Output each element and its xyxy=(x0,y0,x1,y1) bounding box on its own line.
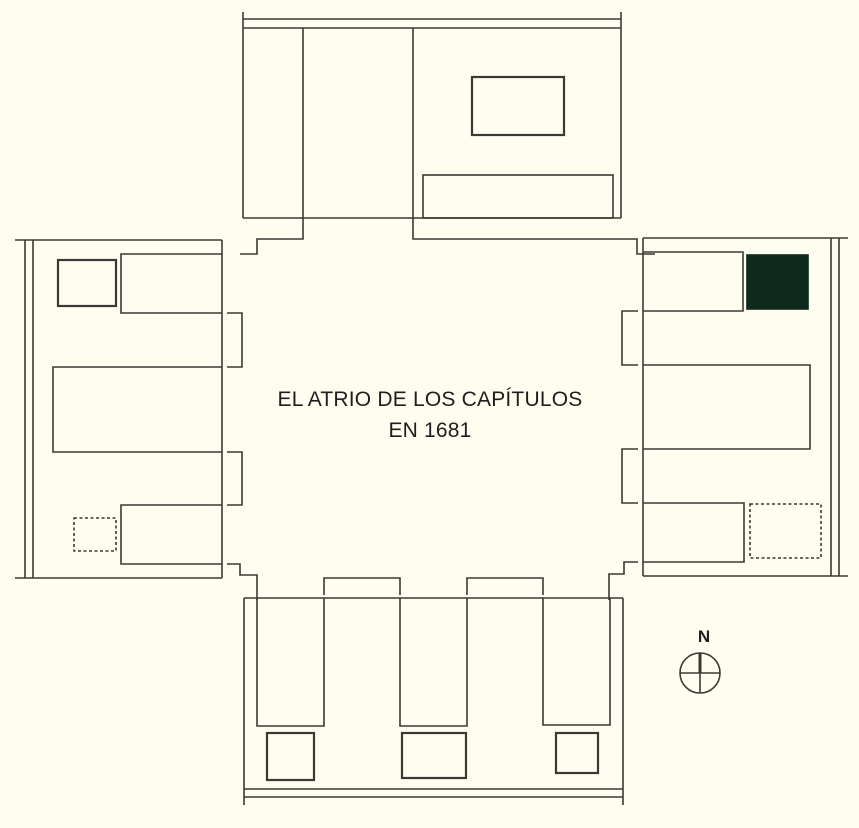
plan-title-line-2: EN 1681 xyxy=(388,419,472,442)
south-center-marker xyxy=(400,731,468,780)
west-wing xyxy=(15,239,223,579)
east-top-filled-marker xyxy=(746,254,809,310)
north-wing xyxy=(242,12,622,219)
south-right-marker xyxy=(554,731,600,775)
north-bench xyxy=(422,174,614,219)
west-top-marker xyxy=(56,258,118,308)
compass-north-label: N xyxy=(697,627,711,646)
west-bottom-marker xyxy=(73,517,117,552)
south-left-marker xyxy=(265,731,316,782)
plan-title-line-1: EL ATRIO DE LOS CAPÍTULOS xyxy=(277,388,583,411)
north-tomb-marker xyxy=(470,75,566,137)
north-arrow-icon xyxy=(679,652,721,694)
south-wing xyxy=(243,577,624,805)
east-wing xyxy=(642,237,848,577)
east-bottom-marker xyxy=(749,503,822,559)
